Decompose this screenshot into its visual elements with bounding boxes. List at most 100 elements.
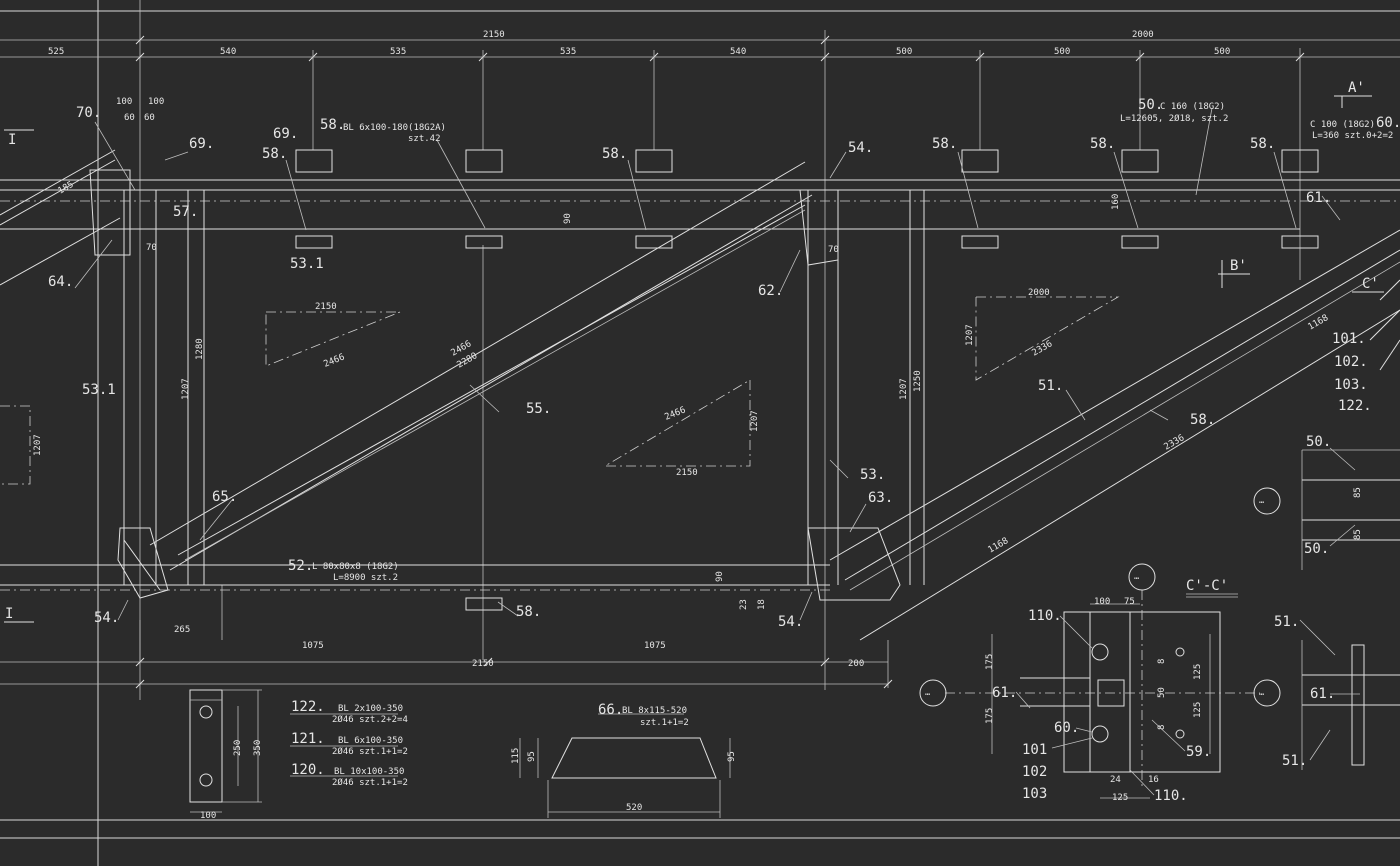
- dim-90-a: 90: [563, 213, 573, 224]
- note-60-sub: L=360 szt.0+2=2: [1312, 131, 1393, 141]
- label-69-left: 69.: [189, 136, 214, 152]
- dim-100-d: 100: [1094, 597, 1110, 607]
- dim-265: 265: [174, 625, 190, 635]
- dim-90-b: 90: [715, 571, 725, 582]
- label-58-3: 58.: [932, 136, 957, 152]
- label-66: 66.: [598, 702, 623, 718]
- dim-85-a: 85: [1353, 487, 1363, 498]
- dim-125-c: 125: [1112, 793, 1128, 803]
- dim-1168-b: 1168: [987, 536, 1011, 556]
- part-notes: BL 6x100-180(18G2A) szt.42 C 160 (18G2) …: [312, 102, 1393, 788]
- dim-100-a: 100: [116, 97, 132, 107]
- section-cc-title: C'-C': [1186, 578, 1228, 594]
- label-58-6: 58.: [1190, 412, 1215, 428]
- dim-95-b: 95: [727, 751, 737, 762]
- label-110-bottom: 110.: [1154, 788, 1188, 804]
- top-dimensions: 2150 2000 525 540 535 535 540 500 500 50…: [48, 30, 1230, 57]
- label-102-cc: 102: [1022, 764, 1047, 780]
- note-52-sub: L=8900 szt.2: [333, 573, 398, 583]
- dim-2466-b: 2466: [663, 405, 687, 422]
- label-51-diag: 51.: [1038, 378, 1063, 394]
- label-122-detail: 122.: [291, 699, 325, 715]
- callout-right[interactable]: ⋯: [1259, 690, 1265, 700]
- label-55: 55.: [526, 401, 551, 417]
- dim-85-b: 85: [1353, 529, 1363, 540]
- label-62: 62.: [758, 283, 783, 299]
- label-54-mid: 54.: [778, 614, 803, 630]
- dim-2336-a: 2336: [1031, 339, 1055, 359]
- dim-70-b: 70: [828, 245, 839, 255]
- dim-95-a: 95: [527, 751, 537, 762]
- dim-2150-a: 2150: [315, 302, 337, 312]
- note-58: BL 6x100-180(18G2A): [343, 123, 446, 133]
- label-121-detail: 121.: [291, 731, 325, 747]
- dim-span-3: 535: [390, 47, 406, 57]
- label-65: 65.: [212, 489, 237, 505]
- dim-1075-a: 1075: [302, 641, 324, 651]
- dim-1250: 1250: [913, 370, 923, 392]
- part-labels: 70. 69. 69. 57. 64. 53.1 53.1 58. 58. 58…: [48, 97, 1400, 804]
- dim-24: 24: [1110, 775, 1121, 785]
- dim-60-b: 60: [144, 113, 155, 123]
- callout-top[interactable]: ⋯: [1134, 574, 1140, 584]
- note-60: C 100 (18G2): [1310, 120, 1375, 130]
- dim-16: 16: [1148, 775, 1159, 785]
- leader-lines: [74, 107, 1360, 796]
- dim-span-8: 500: [1214, 47, 1230, 57]
- dim-2150-b: 2150: [676, 468, 698, 478]
- callout-upper-right[interactable]: ⋯: [1259, 498, 1265, 508]
- label-54-top: 54.: [848, 140, 873, 156]
- dim-overall-left: 2150: [483, 30, 505, 40]
- label-122-right: 122.: [1338, 398, 1372, 414]
- callout-left[interactable]: ⋯: [925, 690, 931, 700]
- note-121: BL 6x100-350: [338, 736, 403, 746]
- section-cc[interactable]: [945, 590, 1260, 799]
- dim-1207-a: 1207: [965, 324, 975, 346]
- detail-callouts[interactable]: ⋯ ⋯ ⋯ ⋯: [919, 487, 1281, 707]
- note-122: BL 2x100-350: [338, 704, 403, 714]
- dim-175-a: 175: [985, 654, 995, 670]
- label-58-4: 58.: [1090, 136, 1115, 152]
- label-58-bottom: 58.: [516, 604, 541, 620]
- label-102-right: 102.: [1334, 354, 1368, 370]
- label-101-cc: 101: [1022, 742, 1047, 758]
- label-59: 59.: [1186, 744, 1211, 760]
- dim-2000: 2000: [1028, 288, 1050, 298]
- section-i-top: I: [8, 132, 16, 148]
- label-64: 64.: [48, 274, 73, 290]
- note-121-sub: 2Ø46 szt.1+1=2: [332, 746, 408, 757]
- label-58-top: 58.: [320, 117, 345, 133]
- dim-23: 23: [739, 599, 749, 610]
- dim-2336-b: 2336: [1163, 433, 1187, 453]
- dim-70-a: 70: [146, 243, 157, 253]
- label-61-right: 61.: [1310, 686, 1335, 702]
- note-120: BL 10x100-350: [334, 767, 404, 777]
- dim-1207-b: 1207: [750, 410, 760, 432]
- note-58-sub: szt.42: [408, 134, 441, 144]
- dim-60-a: 60: [124, 113, 135, 123]
- label-50-right-top: 50.: [1306, 434, 1331, 450]
- dim-115: 115: [511, 748, 521, 764]
- detail-plate-66[interactable]: [519, 713, 731, 818]
- section-marks: A' B' C' I I C'-C': [4, 80, 1384, 623]
- dim-125-b: 125: [1193, 702, 1203, 718]
- label-63: 63.: [868, 490, 893, 506]
- detail-plates-120-122[interactable]: [189, 689, 398, 813]
- dim-175-b: 175: [985, 708, 995, 724]
- label-110-top: 110.: [1028, 608, 1062, 624]
- dim-520: 520: [626, 803, 642, 813]
- dim-2466-a: 2466: [322, 352, 346, 369]
- label-51-right-top: 51.: [1274, 614, 1299, 630]
- dim-span-6: 500: [896, 47, 912, 57]
- label-53-1-top: 53.1: [290, 256, 324, 272]
- dim-1207-c: 1207: [181, 378, 191, 400]
- dim-100-b: 100: [148, 97, 164, 107]
- dim-span-5: 540: [730, 47, 746, 57]
- label-50-right-bot: 50.: [1304, 541, 1329, 557]
- dim-span-7: 500: [1054, 47, 1070, 57]
- note-66: BL 8x115-520: [622, 706, 687, 716]
- truss-main[interactable]: [0, 149, 1400, 641]
- reference-triangles: [0, 296, 1120, 485]
